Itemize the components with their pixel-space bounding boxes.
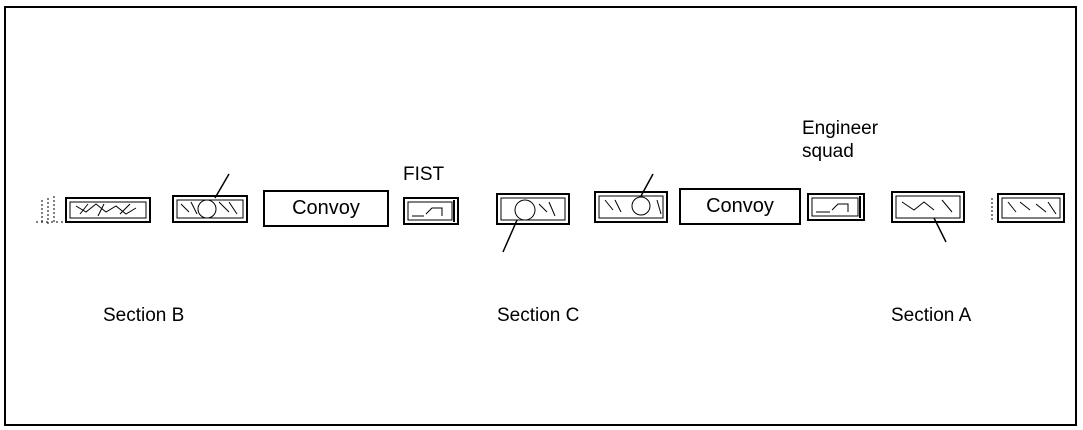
tank-icon [172, 173, 248, 223]
fist-label: FIST [403, 164, 445, 185]
carrier-icon [403, 197, 459, 225]
convoy-box-1: Convoy [263, 190, 389, 227]
tank-icon [36, 196, 151, 224]
diagram-frame: FIST Engineer squad Section B Section C … [4, 6, 1077, 426]
tank-icon [991, 193, 1065, 223]
carrier-icon [807, 193, 865, 221]
section-c-label: Section C [497, 305, 580, 326]
engineer-squad-label-line1: Engineer [802, 118, 879, 139]
engineer-squad-label-line2: squad [802, 141, 854, 162]
tank-icon [891, 191, 965, 243]
tank-icon [496, 193, 570, 253]
section-b-label: Section B [103, 305, 185, 326]
section-a-label: Section A [891, 305, 972, 326]
tank-icon [594, 173, 668, 223]
convoy-box-2: Convoy [679, 188, 801, 225]
